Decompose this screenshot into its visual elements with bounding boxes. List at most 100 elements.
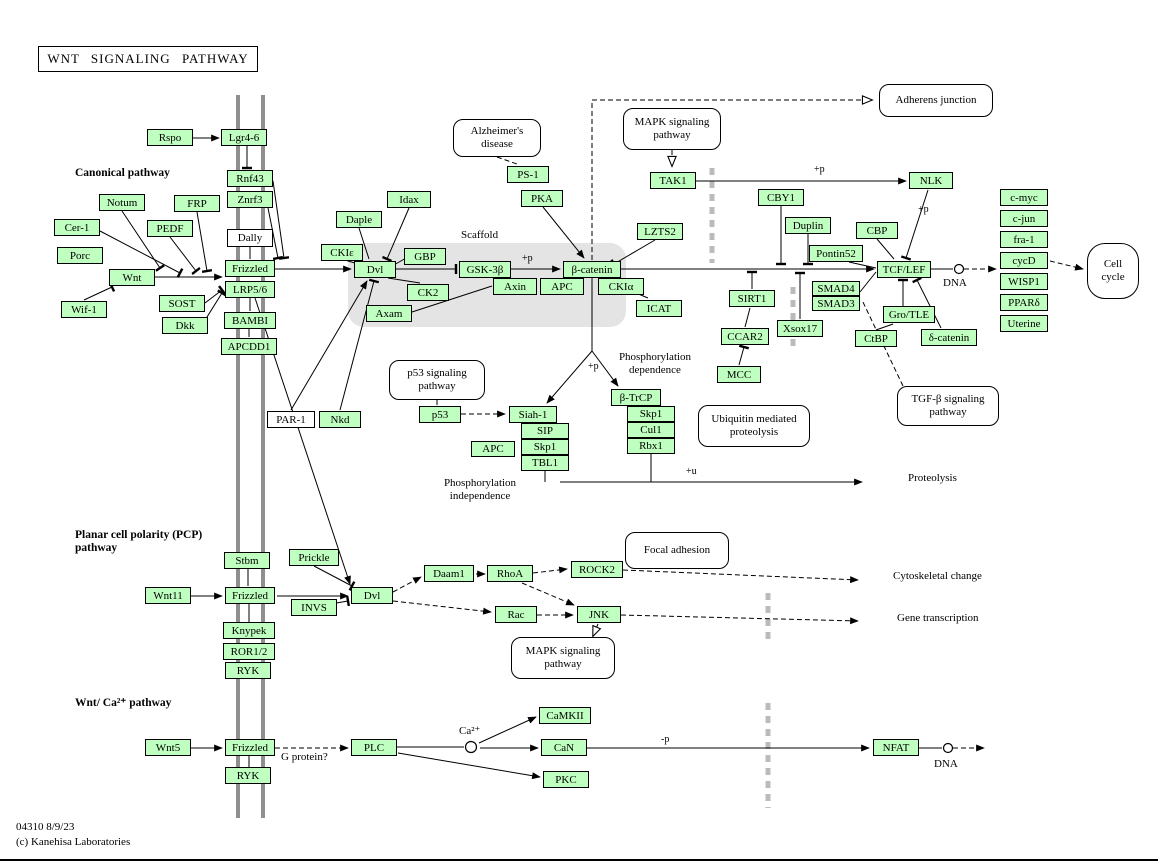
node-apcdd1[interactable]: APCDD1 <box>221 338 277 355</box>
node-wnt5[interactable]: Wnt5 <box>145 739 191 756</box>
pathway-box-adherens-junction[interactable]: Adherens junction <box>879 84 993 117</box>
node-skp1-b[interactable]: Skp1 <box>627 406 675 422</box>
node-beta-trcp[interactable]: β-TrCP <box>611 389 661 406</box>
node-plc[interactable]: PLC <box>351 739 397 756</box>
node-cbp[interactable]: CBP <box>856 222 898 239</box>
node-porc[interactable]: Porc <box>57 247 103 264</box>
node-gsk-3b[interactable]: GSK-3β <box>459 261 511 278</box>
node-frizzled-canonical[interactable]: Frizzled <box>225 260 275 277</box>
node-sip[interactable]: SIP <box>521 423 569 439</box>
node-lrp5-6[interactable]: LRP5/6 <box>225 281 275 298</box>
node-cycd[interactable]: cycD <box>1000 252 1048 269</box>
node-pka[interactable]: PKA <box>521 190 563 207</box>
node-daam1[interactable]: Daam1 <box>424 565 474 582</box>
node-pkc[interactable]: PKC <box>543 771 589 788</box>
node-nlk[interactable]: NLK <box>909 172 953 189</box>
node-rnf43[interactable]: Rnf43 <box>227 170 273 187</box>
node-ror1-2[interactable]: ROR1/2 <box>223 643 275 660</box>
node-pedf[interactable]: PEDF <box>147 220 193 237</box>
node-pontin52[interactable]: Pontin52 <box>809 245 863 262</box>
node-wisp1[interactable]: WISP1 <box>1000 273 1048 290</box>
node-rbx1[interactable]: Rbx1 <box>627 438 675 454</box>
node-camkii[interactable]: CaMKII <box>539 707 591 724</box>
node-nfat[interactable]: NFAT <box>873 739 919 756</box>
node-rock2[interactable]: ROCK2 <box>571 561 623 578</box>
node-knypek[interactable]: Knypek <box>223 622 275 639</box>
node-rhoa[interactable]: RhoA <box>487 565 533 582</box>
node-sost[interactable]: SOST <box>159 295 205 312</box>
node-idax[interactable]: Idax <box>387 191 431 208</box>
node-sirt1[interactable]: SIRT1 <box>729 290 775 307</box>
node-cer-1[interactable]: Cer-1 <box>54 219 100 236</box>
node-mcc[interactable]: MCC <box>717 366 761 383</box>
node-wnt11[interactable]: Wnt11 <box>145 587 191 604</box>
pathway-box-ubiquitin-proteolysis[interactable]: Ubiquitin mediated proteolysis <box>698 405 810 447</box>
node-tcf-lef[interactable]: TCF/LEF <box>877 261 931 278</box>
node-invs[interactable]: INVS <box>291 599 337 616</box>
node-frizzled-pcp[interactable]: Frizzled <box>225 587 275 604</box>
node-cby1[interactable]: CBY1 <box>758 189 804 206</box>
node-tbl1[interactable]: TBL1 <box>521 455 569 471</box>
node-daple[interactable]: Daple <box>336 211 382 228</box>
node-smad3[interactable]: SMAD3 <box>812 296 860 311</box>
node-axin[interactable]: Axin <box>493 278 537 295</box>
node-xsox17[interactable]: Xsox17 <box>777 320 823 337</box>
node-dally[interactable]: Dally <box>227 229 273 247</box>
node-ctbp[interactable]: CtBP <box>855 330 897 347</box>
node-siah-1[interactable]: Siah-1 <box>509 406 557 423</box>
node-frp[interactable]: FRP <box>174 195 220 212</box>
pathway-box-cell-cycle[interactable]: Cell cycle <box>1087 243 1139 299</box>
node-jnk[interactable]: JNK <box>577 606 621 623</box>
node-bambi[interactable]: BAMBI <box>224 312 276 329</box>
node-skp1-a[interactable]: Skp1 <box>521 439 569 455</box>
node-fra-1[interactable]: fra-1 <box>1000 231 1048 248</box>
node-delta-catenin[interactable]: δ-catenin <box>921 329 977 346</box>
node-cki-alpha[interactable]: CKIα <box>598 278 644 295</box>
node-duplin[interactable]: Duplin <box>785 217 831 234</box>
pathway-box-p53-signaling[interactable]: p53 signaling pathway <box>389 360 485 400</box>
node-lzts2[interactable]: LZTS2 <box>637 223 683 240</box>
pathway-box-alzheimers-disease[interactable]: Alzheimer's disease <box>453 119 541 157</box>
node-notum[interactable]: Notum <box>99 194 145 211</box>
node-p53[interactable]: p53 <box>419 406 461 423</box>
node-gbp[interactable]: GBP <box>404 248 446 265</box>
node-c-jun[interactable]: c-jun <box>1000 210 1048 227</box>
node-apc[interactable]: APC <box>540 278 584 295</box>
node-smad4[interactable]: SMAD4 <box>812 281 860 296</box>
node-par-1[interactable]: PAR-1 <box>267 411 315 428</box>
node-tak1[interactable]: TAK1 <box>650 172 696 189</box>
node-cul1[interactable]: Cul1 <box>627 422 675 438</box>
node-beta-catenin[interactable]: β-catenin <box>563 261 621 278</box>
node-icat[interactable]: ICAT <box>636 300 682 317</box>
pathway-box-tgf-beta-signaling[interactable]: TGF-β signaling pathway <box>897 386 999 426</box>
node-wnt[interactable]: Wnt <box>109 269 155 286</box>
pathway-box-mapk-signaling-2[interactable]: MAPK signaling pathway <box>511 637 615 679</box>
node-cki-epsilon[interactable]: CKIε <box>321 244 363 261</box>
node-uterine[interactable]: Uterine <box>1000 315 1048 332</box>
node-ccar2[interactable]: CCAR2 <box>721 328 769 345</box>
node-stbm[interactable]: Stbm <box>224 552 270 569</box>
node-axam[interactable]: Axam <box>366 305 412 322</box>
node-frizzled-ca[interactable]: Frizzled <box>225 739 275 756</box>
node-nkd[interactable]: Nkd <box>319 411 361 428</box>
node-ryk-ca[interactable]: RYK <box>225 767 271 784</box>
node-lgr4-6[interactable]: Lgr4-6 <box>221 129 267 146</box>
pathway-box-mapk-signaling-1[interactable]: MAPK signaling pathway <box>623 108 721 150</box>
node-can[interactable]: CaN <box>541 739 587 756</box>
node-znrf3[interactable]: Znrf3 <box>227 191 273 208</box>
node-rspo[interactable]: Rspo <box>147 129 193 146</box>
node-apc-2[interactable]: APC <box>471 441 515 457</box>
node-ryk-pcp[interactable]: RYK <box>225 662 271 679</box>
node-dvl-canonical[interactable]: Dvl <box>354 261 396 278</box>
node-c-myc[interactable]: c-myc <box>1000 189 1048 206</box>
pathway-box-focal-adhesion[interactable]: Focal adhesion <box>625 532 729 569</box>
node-wif-1[interactable]: Wif-1 <box>61 301 107 318</box>
node-gro-tle[interactable]: Gro/TLE <box>883 306 935 323</box>
node-dkk[interactable]: Dkk <box>162 317 208 334</box>
node-dvl-pcp[interactable]: Dvl <box>351 587 393 604</box>
node-ck2[interactable]: CK2 <box>407 284 449 301</box>
node-ps-1[interactable]: PS-1 <box>507 166 549 183</box>
node-prickle[interactable]: Prickle <box>289 549 339 566</box>
node-rac[interactable]: Rac <box>495 606 537 623</box>
node-ppar-delta[interactable]: PPARδ <box>1000 294 1048 311</box>
